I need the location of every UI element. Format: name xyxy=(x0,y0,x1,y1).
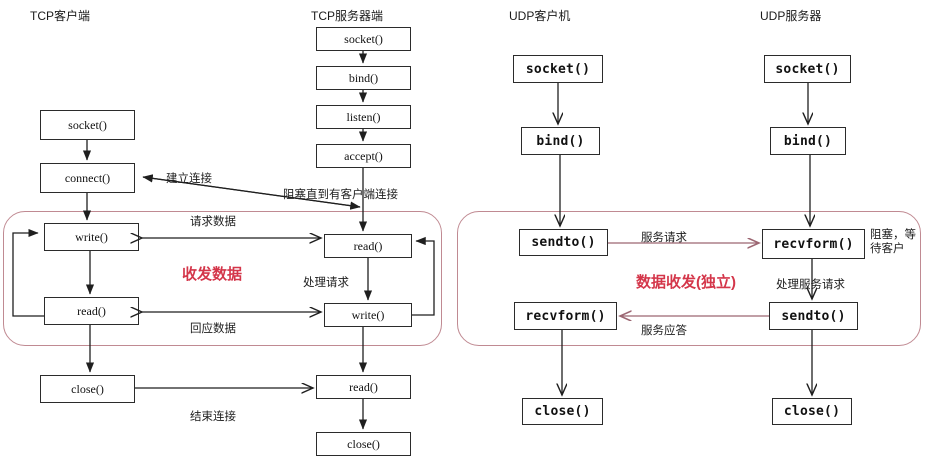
edge-label-udp-handle-service-request: 处理服务请求 xyxy=(776,279,845,291)
node-tcp-server-listen[interactable]: listen() xyxy=(316,105,411,129)
edge-label-tcp-handle-request: 处理请求 xyxy=(303,277,349,289)
column-title-udp-server: UDP服务器 xyxy=(760,9,822,23)
node-udp-server-socket[interactable]: socket() xyxy=(764,55,851,83)
node-udp-client-sendto[interactable]: sendto() xyxy=(519,229,608,256)
edge-label-udp-service-request: 服务请求 xyxy=(641,232,687,244)
node-tcp-server-write[interactable]: write() xyxy=(324,303,412,327)
node-tcp-client-close[interactable]: close() xyxy=(40,375,135,403)
group-label-tcp-data-exchange: 收发数据 xyxy=(182,266,243,283)
group-label-udp-data-exchange: 数据收发(独立) xyxy=(636,274,736,291)
udp-server-block-note: 阻塞，等待客户 xyxy=(870,229,916,256)
node-tcp-client-write[interactable]: write() xyxy=(44,223,139,251)
column-title-udp-client: UDP客户机 xyxy=(509,9,571,23)
edge-label-tcp-end-connection: 结束连接 xyxy=(190,411,236,423)
column-title-tcp-client: TCP客户端 xyxy=(30,9,91,23)
node-tcp-server-read-2[interactable]: read() xyxy=(316,375,411,399)
node-tcp-server-bind[interactable]: bind() xyxy=(316,66,411,90)
node-tcp-server-accept[interactable]: accept() xyxy=(316,144,411,168)
node-udp-client-close[interactable]: close() xyxy=(522,398,603,425)
node-tcp-client-socket[interactable]: socket() xyxy=(40,110,135,140)
column-title-tcp-server: TCP服务器端 xyxy=(311,9,384,23)
node-udp-server-bind[interactable]: bind() xyxy=(770,127,846,155)
node-udp-server-close[interactable]: close() xyxy=(772,398,852,425)
node-udp-server-recvform[interactable]: recvform() xyxy=(762,229,865,259)
node-tcp-client-read[interactable]: read() xyxy=(44,297,139,325)
node-tcp-server-socket[interactable]: socket() xyxy=(316,27,411,51)
edge-label-udp-service-response: 服务应答 xyxy=(641,325,687,337)
node-udp-client-bind[interactable]: bind() xyxy=(521,127,600,155)
node-tcp-client-connect[interactable]: connect() xyxy=(40,163,135,193)
udp-data-exchange-region xyxy=(457,211,921,346)
edge-label-tcp-block-until-client: 阻塞直到有客户端连接 xyxy=(283,189,398,201)
node-tcp-server-close[interactable]: close() xyxy=(316,432,411,456)
node-udp-client-socket[interactable]: socket() xyxy=(513,55,603,83)
edge-label-tcp-response-data: 回应数据 xyxy=(190,323,236,335)
edge-label-tcp-establish: 建立连接 xyxy=(166,173,212,185)
node-udp-client-recvform[interactable]: recvform() xyxy=(514,302,617,330)
node-tcp-server-read-1[interactable]: read() xyxy=(324,234,412,258)
node-udp-server-sendto[interactable]: sendto() xyxy=(769,302,858,330)
tcp-data-exchange-region xyxy=(3,211,442,346)
edge-label-tcp-request-data: 请求数据 xyxy=(190,216,236,228)
